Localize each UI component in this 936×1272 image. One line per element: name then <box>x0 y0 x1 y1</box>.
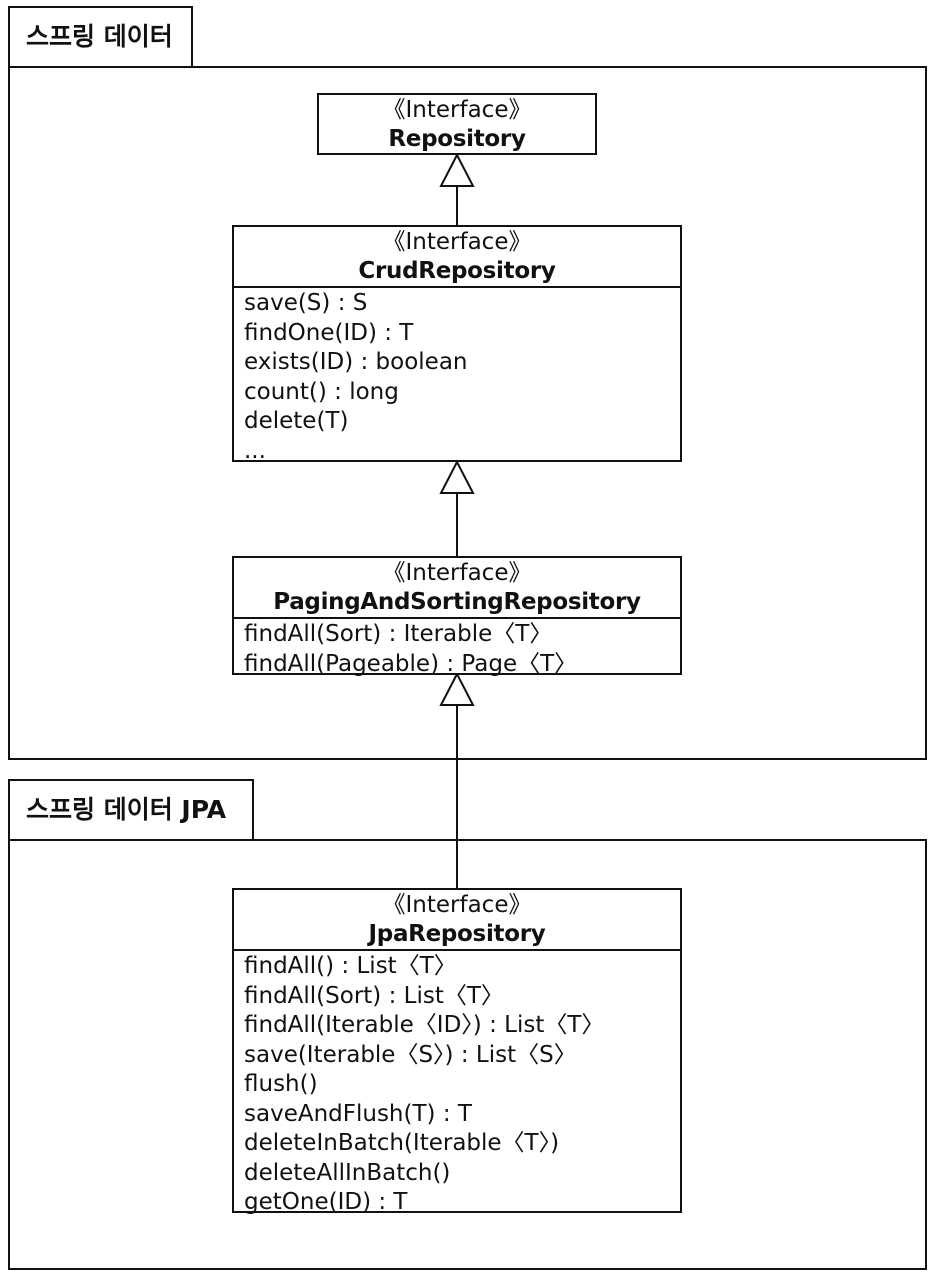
class-name: CrudRepository <box>358 258 556 284</box>
operation: delete(T) <box>244 408 349 434</box>
generalization-arrowhead-paging <box>439 671 475 706</box>
class-name: PagingAndSortingRepository <box>273 589 641 615</box>
package-tab-spring-data-jpa: 스프링 데이터 JPA <box>8 779 254 841</box>
operation: count() : long <box>244 378 399 405</box>
operation: exists(ID) : boolean <box>244 349 468 375</box>
stereotype-label: 《Interface》 <box>382 560 532 586</box>
operation: deleteInBatch(Iterable〈T〉) <box>244 1130 560 1156</box>
package-label: 스프링 데이터 <box>26 22 173 51</box>
operation: findAll(Sort) : Iterable〈T〉 <box>244 621 553 647</box>
package-label: 스프링 데이터 JPA <box>26 795 227 824</box>
class-paging-and-sorting-repository: 《Interface》 PagingAndSortingRepository f… <box>232 556 682 677</box>
stereotype-label: 《Interface》 <box>382 97 532 123</box>
generalization-arrowhead-crud <box>439 459 475 494</box>
class-header: 《Interface》 CrudRepository <box>234 227 680 286</box>
class-header: 《Interface》 PagingAndSortingRepository <box>234 558 680 617</box>
operation: save(S) : S <box>244 290 368 316</box>
operations-list: findAll(Sort) : Iterable〈T〉 findAll(Page… <box>234 617 680 679</box>
class-jpa-repository: 《Interface》 JpaRepository findAll() : Li… <box>232 888 682 1215</box>
package-tab-spring-data: 스프링 데이터 <box>8 6 193 68</box>
operation: findOne(ID) : T <box>244 319 414 346</box>
operations-list: findAll() : List〈T〉 findAll(Sort) : List… <box>234 949 680 1218</box>
operation: deleteAllInBatch() <box>244 1159 451 1186</box>
operation: findAll(Iterable〈ID〉) : List〈T〉 <box>244 1012 605 1038</box>
operation: ... <box>244 437 266 464</box>
class-crud-repository: 《Interface》 CrudRepository save(S) : S f… <box>232 225 682 464</box>
operations-list: save(S) : S findOne(ID) : T exists(ID) :… <box>234 286 680 466</box>
class-repository: 《Interface》 Repository <box>317 93 597 155</box>
class-header: 《Interface》 JpaRepository <box>234 890 680 949</box>
class-header: 《Interface》 Repository <box>319 95 595 154</box>
operation: flush() <box>244 1071 318 1097</box>
generalization-arrowhead-repository <box>439 152 475 187</box>
class-name: Repository <box>388 126 526 152</box>
class-name: JpaRepository <box>368 921 546 947</box>
operation: saveAndFlush(T) : T <box>244 1100 472 1127</box>
stereotype-label: 《Interface》 <box>382 892 532 918</box>
operation: getOne(ID) : T <box>244 1189 408 1215</box>
operation: findAll(Pageable) : Page〈T〉 <box>244 650 578 677</box>
operation: findAll() : List〈T〉 <box>244 953 457 979</box>
operation: save(Iterable〈S〉) : List〈S〉 <box>244 1041 577 1068</box>
operation: findAll(Sort) : List〈T〉 <box>244 982 504 1009</box>
stereotype-label: 《Interface》 <box>382 229 532 255</box>
